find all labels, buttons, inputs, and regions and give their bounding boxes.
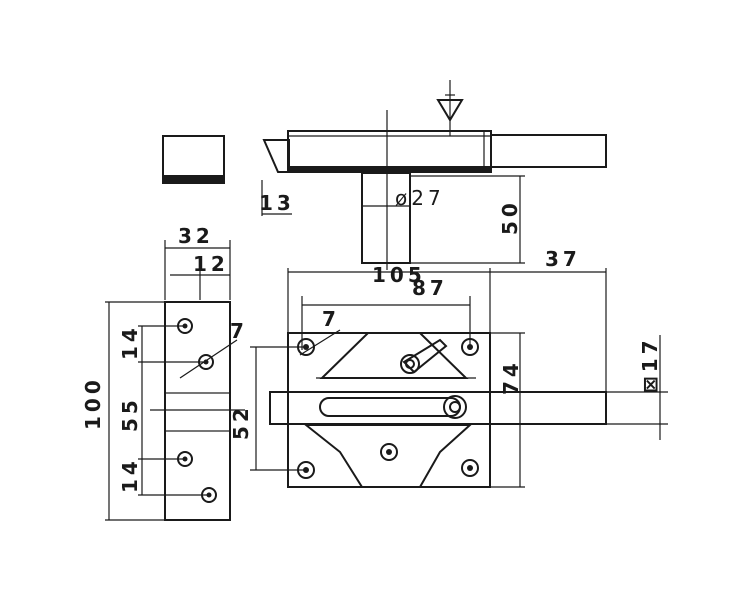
dim-52-label: 52 bbox=[229, 404, 253, 440]
handle-knob-top bbox=[436, 80, 464, 136]
dim-17-label: ⊠17 bbox=[638, 336, 662, 393]
front-plate-hole bbox=[380, 443, 398, 461]
top-view: 13 ø27 50 bbox=[162, 80, 607, 270]
striker-block-top bbox=[162, 135, 225, 184]
dim-14-top-label: 14 bbox=[118, 324, 142, 360]
side-plate: 32 12 7 100 14 55 14 bbox=[81, 224, 248, 521]
front-plate-hole bbox=[461, 459, 479, 477]
dim-37-label: 37 bbox=[545, 247, 581, 271]
dim-13-label: 13 bbox=[259, 191, 295, 215]
dim-50-label: 50 bbox=[498, 199, 522, 235]
dim-12-label: 12 bbox=[193, 252, 229, 276]
dim-13: 13 bbox=[259, 180, 295, 216]
front-view: 105 87 37 7 52 bbox=[229, 247, 668, 488]
dim-105-label: 105 bbox=[372, 263, 426, 287]
dim-50: 50 bbox=[410, 175, 525, 264]
dim-100-label: 100 bbox=[81, 376, 105, 430]
dim-14-bottom-label: 14 bbox=[118, 457, 142, 493]
dim-32-label: 32 bbox=[178, 224, 214, 248]
front-plate-hole bbox=[461, 338, 479, 356]
bolt-housing-top bbox=[262, 130, 607, 173]
handle-post-top bbox=[361, 110, 411, 270]
dim-27-label: ø27 bbox=[395, 186, 445, 210]
dim-55-label: 55 bbox=[118, 396, 142, 432]
dim-7-side-label: 7 bbox=[230, 319, 248, 343]
dim-74-label: 74 bbox=[499, 359, 523, 395]
dim-7-plate-label: 7 bbox=[322, 307, 340, 331]
dim-87-label: 87 bbox=[412, 276, 448, 300]
